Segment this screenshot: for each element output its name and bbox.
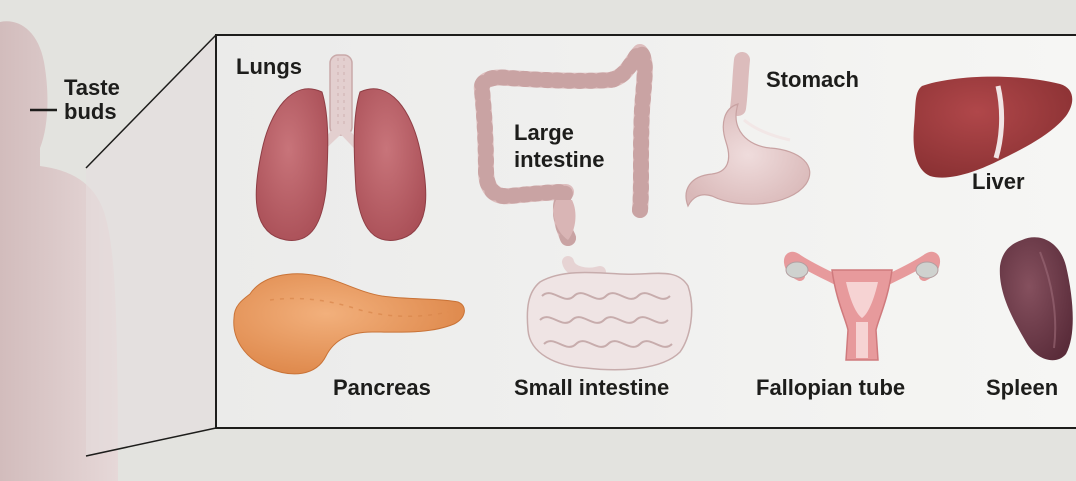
liver-label: Liver	[972, 170, 1025, 194]
spleen-label: Spleen	[986, 376, 1076, 400]
small-intestine-illustration	[527, 262, 691, 370]
fallopian-tube-label: Fallopian tube	[756, 376, 905, 400]
large-intestine-label-line2: intestine	[514, 148, 604, 172]
pancreas-label: Pancreas	[333, 376, 431, 400]
taste-buds-label-line1: Taste	[64, 76, 120, 100]
stomach-label: Stomach	[766, 68, 859, 92]
taste-buds-label-line2: buds	[64, 100, 117, 124]
small-intestine-label: Small intestine	[514, 376, 669, 400]
large-intestine-label-line1: Large	[514, 121, 574, 145]
lungs-label: Lungs	[236, 55, 302, 79]
